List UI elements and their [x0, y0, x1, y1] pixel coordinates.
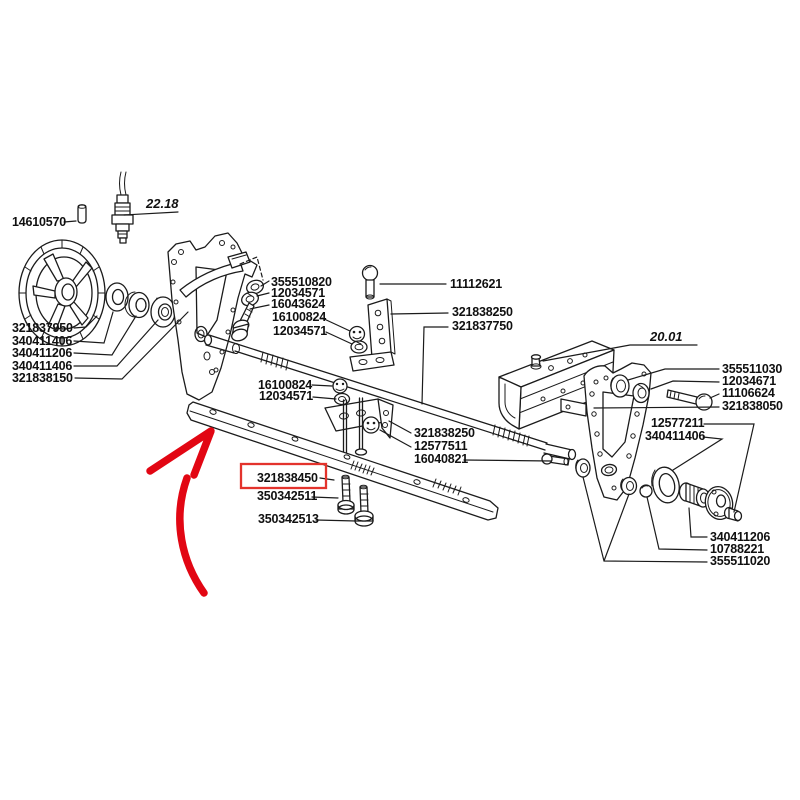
hex-bolt-right-drawing	[666, 389, 713, 411]
bearing-drawing-left	[124, 291, 150, 319]
bushing-drawing-left	[150, 296, 176, 328]
part-label-340411406-c[interactable]: 340411406	[645, 429, 706, 443]
part-label-350342513[interactable]: 350342513	[258, 512, 319, 526]
angle-bracket-upper-drawing	[349, 298, 396, 372]
part-label-12034671[interactable]: 12034671	[722, 374, 776, 388]
pivot-washer-drawing	[575, 458, 591, 478]
castle-nut-drawing	[362, 416, 380, 434]
part-label-16100824-b[interactable]: 16100824	[258, 378, 312, 392]
part-label-340411406-b[interactable]: 340411406	[12, 359, 73, 373]
part-label-12034571-a[interactable]: 12034571	[271, 286, 325, 300]
clutch-drum-drawing	[18, 239, 106, 347]
part-label-16043624[interactable]: 16043624	[271, 297, 325, 311]
part-label-16040821[interactable]: 16040821	[414, 452, 468, 466]
part-labels: 14610570 22.18 321837950 340411406 34041…	[12, 196, 783, 568]
part-label-340411206-a[interactable]: 340411206	[12, 346, 73, 360]
assembly-dashed-line	[239, 256, 264, 281]
part-label-12577211[interactable]: 12577211	[651, 416, 705, 430]
part-label-355510820[interactable]: 355510820	[271, 275, 332, 289]
figure-ref-20-01[interactable]: 20.01	[649, 329, 683, 344]
part-label-321837950[interactable]: 321837950	[12, 321, 73, 335]
part-label-321838250-a[interactable]: 321838250	[452, 305, 513, 319]
lockwasher-drawing-right	[632, 382, 650, 404]
washer-ring-drawing-left1	[105, 282, 129, 312]
rod-end-pin-drawing	[541, 453, 570, 466]
red-arrow-annotation	[146, 427, 215, 597]
part-label-355511030[interactable]: 355511030	[722, 362, 783, 376]
washer-drawing-right	[610, 374, 630, 398]
pin-drawing	[77, 204, 87, 224]
leader-lines	[63, 211, 755, 563]
part-label-11106624[interactable]: 11106624	[722, 386, 775, 400]
part-label-321837750[interactable]: 321837750	[452, 319, 513, 333]
hex-bolt-top-drawing	[361, 264, 379, 300]
part-label-321838450[interactable]: 321838450	[257, 471, 318, 485]
part-label-12034571-b[interactable]: 12034571	[273, 324, 327, 338]
nut-lockwasher-pair2-drawing	[332, 378, 351, 406]
part-label-10788221[interactable]: 10788221	[710, 542, 764, 556]
nut-lockwasher-pair1-drawing	[348, 325, 368, 354]
figure-ref-22-18[interactable]: 22.18	[145, 196, 179, 211]
part-label-355511020[interactable]: 355511020	[710, 554, 771, 568]
hub-parts-drawing	[620, 466, 743, 522]
part-label-321838250-b[interactable]: 321838250	[414, 426, 475, 440]
part-label-321838150[interactable]: 321838150	[12, 371, 73, 385]
left-support-bracket-drawing	[167, 232, 258, 401]
carriage-bolt2-drawing	[354, 484, 374, 527]
washer-stack-drawing	[231, 279, 264, 342]
carriage-bolt1-drawing	[337, 474, 355, 515]
highlighted-bar-drawing	[186, 401, 499, 521]
part-label-14610570[interactable]: 14610570	[12, 215, 66, 229]
part-label-321838050[interactable]: 321838050	[722, 399, 783, 413]
part-label-340411406-a[interactable]: 340411406	[12, 334, 73, 348]
highlight-box	[239, 462, 328, 490]
part-label-16100824-a[interactable]: 16100824	[272, 310, 326, 324]
part-label-12577511[interactable]: 12577511	[414, 439, 468, 453]
part-label-11112621[interactable]: 11112621	[450, 277, 502, 291]
sensor-drawing	[111, 171, 134, 244]
part-label-340411206-b[interactable]: 340411206	[710, 530, 771, 544]
part-label-350342511[interactable]: 350342511	[257, 489, 318, 503]
part-label-12034571-c[interactable]: 12034571	[259, 389, 313, 403]
